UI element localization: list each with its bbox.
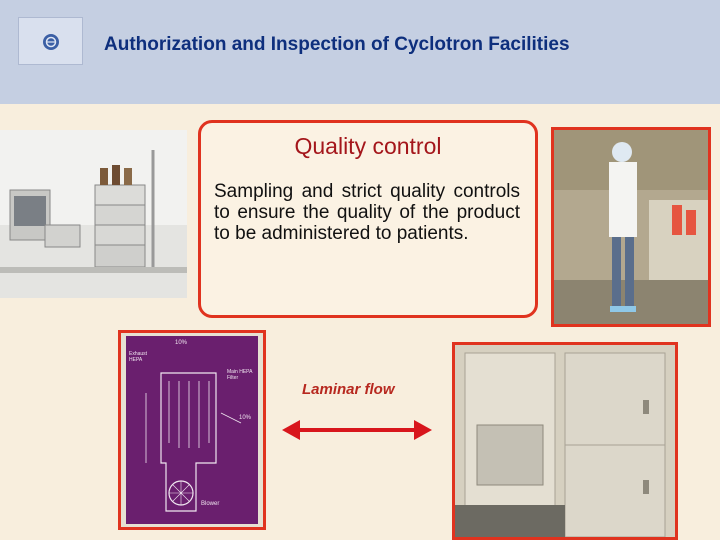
double-arrow-icon xyxy=(282,420,432,440)
institution-logo-icon xyxy=(43,34,59,50)
diagram-label: Main HEPA Filter xyxy=(227,369,253,381)
callout-title: Quality control xyxy=(294,133,442,159)
page-title: Authorization and Inspection of Cyclotro… xyxy=(104,34,570,55)
callout-text: Sampling and strict quality controls to … xyxy=(214,181,520,244)
diagram-label: 10% xyxy=(239,415,252,421)
quality-control-callout: Quality control Sampling and strict qual… xyxy=(198,120,538,318)
logo-box xyxy=(18,17,83,65)
diagram-label: 10% xyxy=(175,340,188,346)
header-bar: Authorization and Inspection of Cyclotro… xyxy=(0,0,720,104)
diagram-label: Exhaust HEPA xyxy=(129,351,148,363)
diagram-label: Blower xyxy=(201,501,220,507)
lab-technician-photo xyxy=(551,127,711,327)
laminar-flow-cabinet-photo xyxy=(452,342,678,540)
laminar-flow-diagram: 10% Exhaust HEPA Main HEPA Filter 10% Bl… xyxy=(118,330,266,530)
laminar-flow-label: Laminar flow xyxy=(302,381,395,398)
hplc-equipment-photo xyxy=(0,130,187,298)
